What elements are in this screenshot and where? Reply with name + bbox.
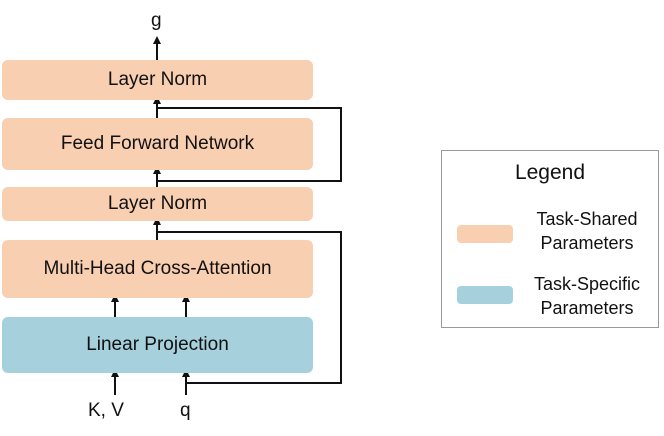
legend-label-task-specific: Task-Specific Parameters (533, 274, 641, 318)
legend-swatch-task-shared (457, 225, 513, 243)
residual-connection-ffn (157, 107, 342, 182)
output-label: g (151, 10, 162, 31)
input-kv-label: K, V (88, 400, 124, 421)
residual-connection-attention (157, 231, 342, 384)
layer-norm-top-block: Layer Norm (2, 60, 313, 100)
feed-forward-block: Feed Forward Network (2, 118, 313, 170)
input-q-label: q (180, 400, 191, 421)
legend: Legend Task-Shared Parameters Task-Speci… (441, 150, 659, 328)
cross-attention-block: Multi-Head Cross-Attention (2, 240, 313, 298)
legend-title: Legend (514, 161, 586, 184)
legend-label-task-shared: Task-Shared Parameters (536, 209, 638, 253)
layer-norm-mid-block: Layer Norm (2, 187, 313, 221)
legend-swatch-task-specific (457, 286, 513, 304)
linear-projection-block: Linear Projection (2, 317, 313, 373)
